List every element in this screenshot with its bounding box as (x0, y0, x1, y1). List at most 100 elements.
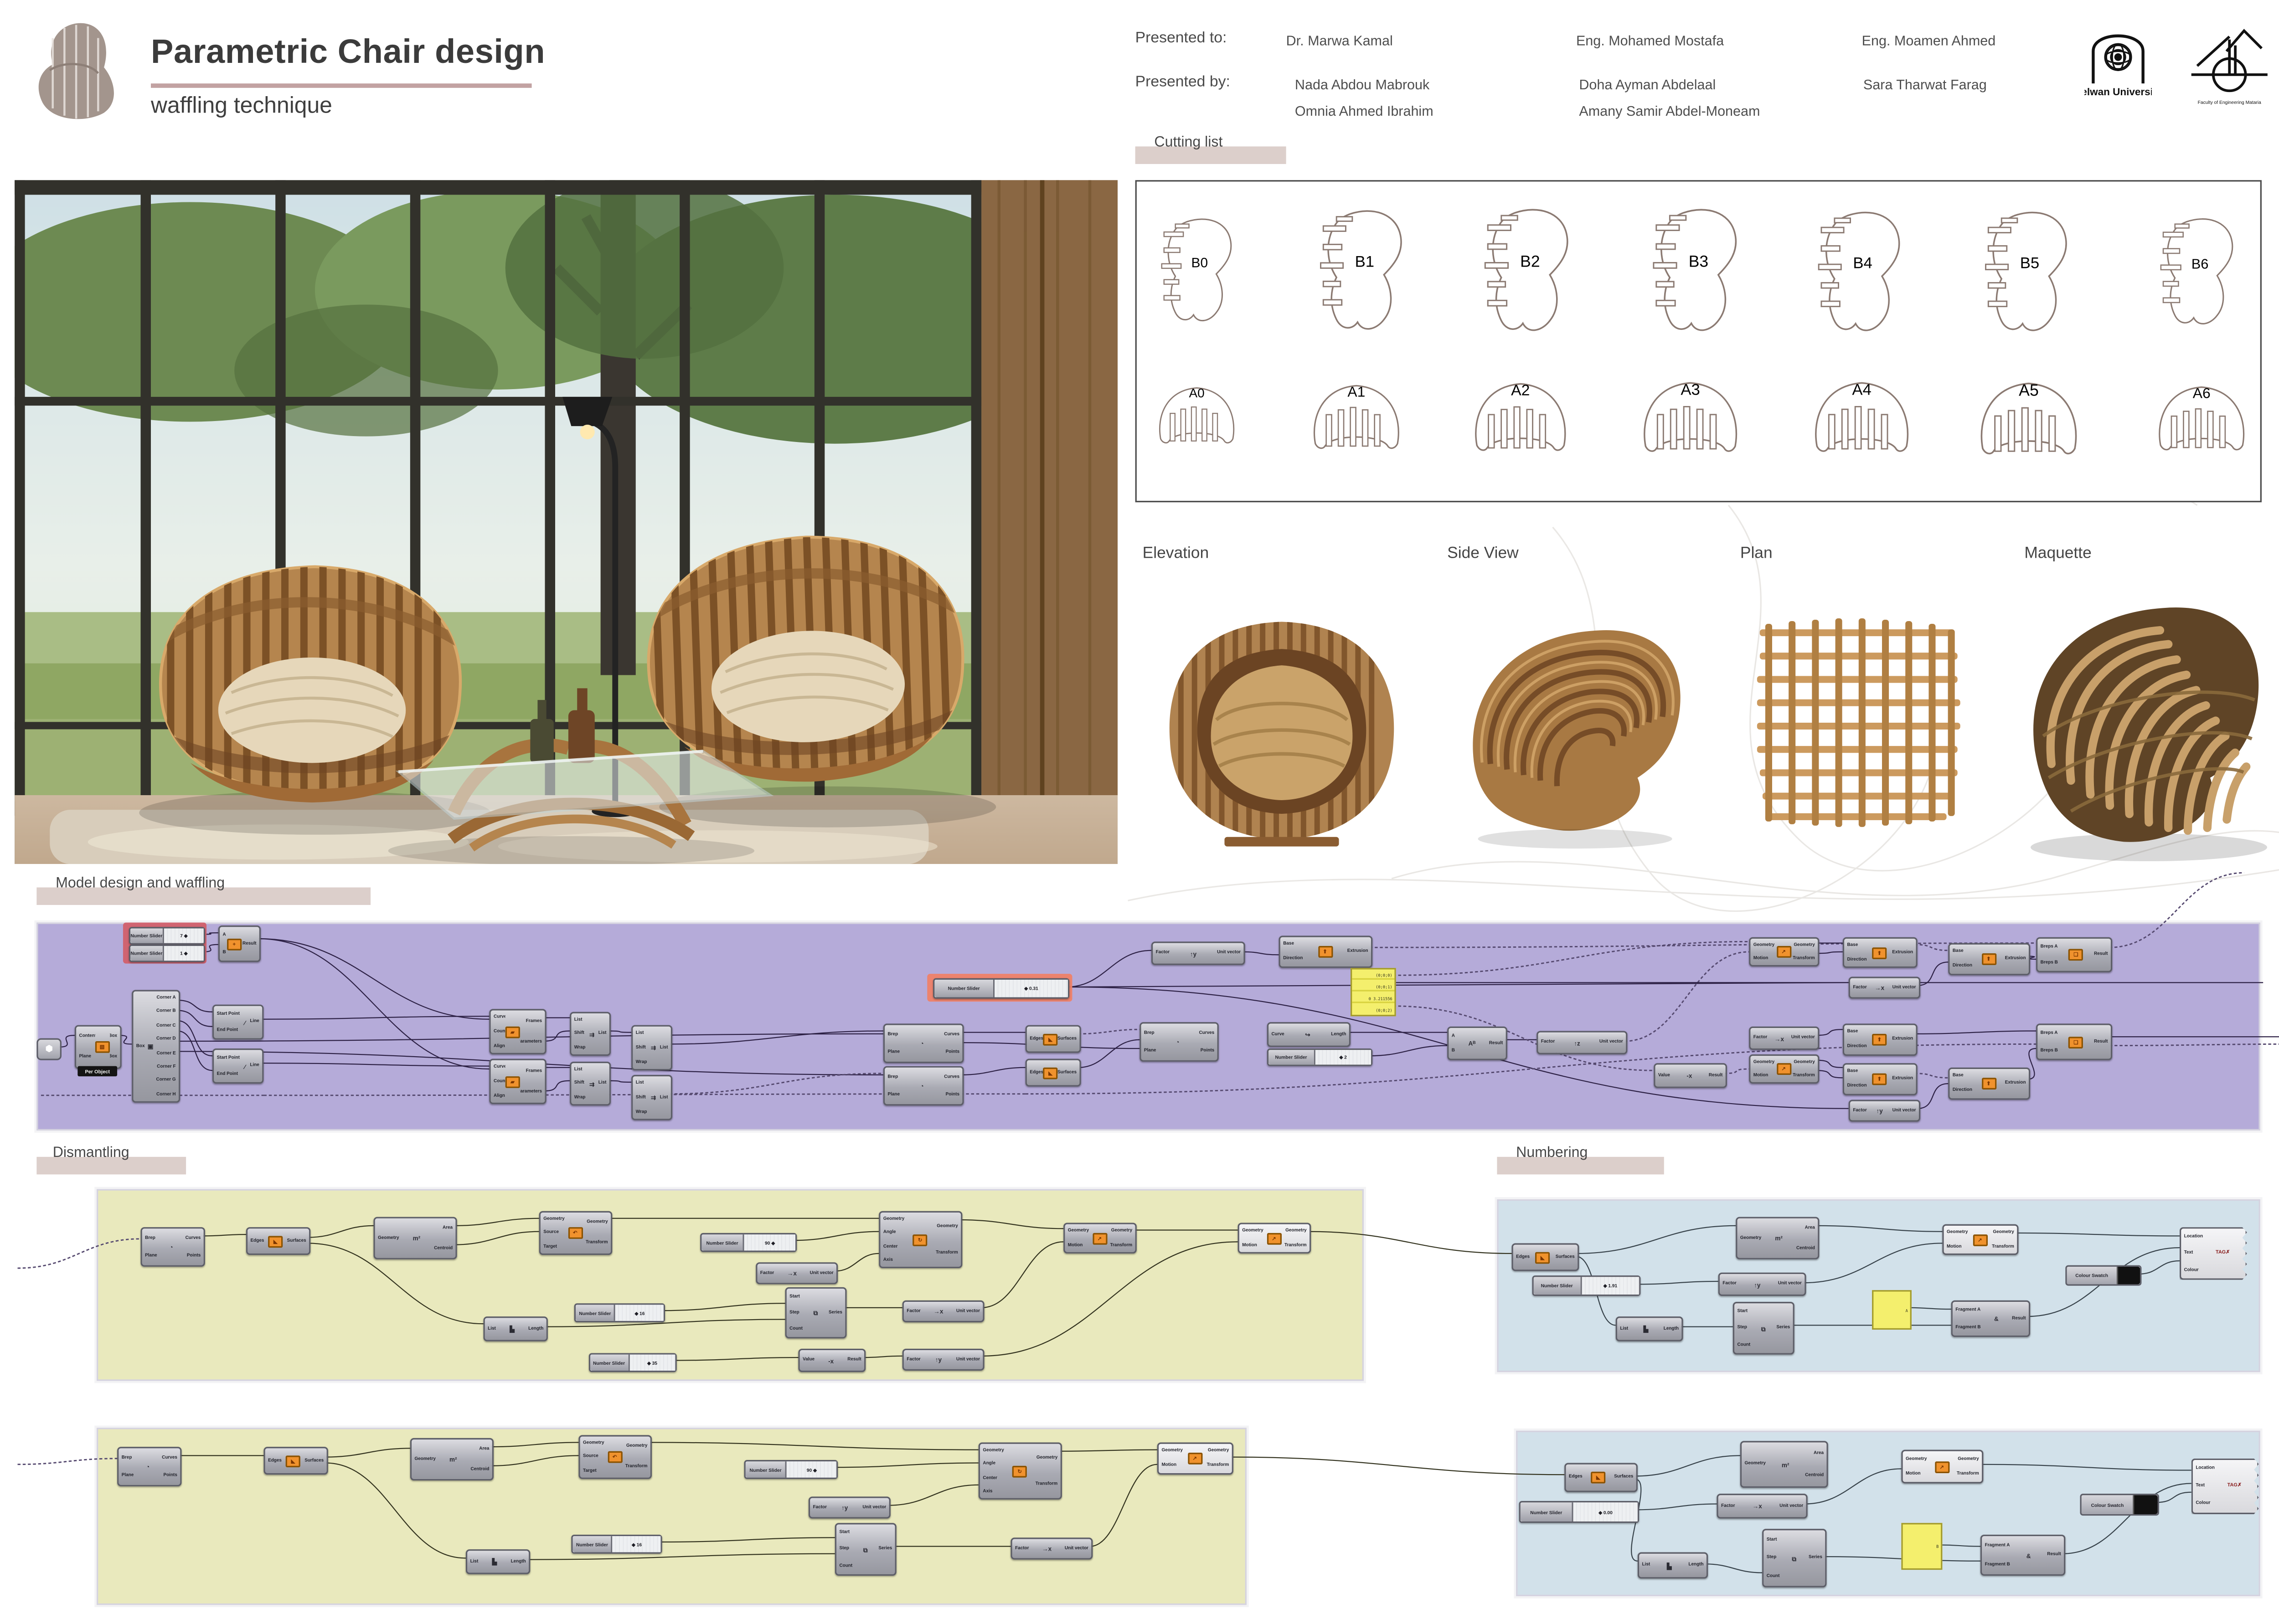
slider-value[interactable]: ◆ 16 (613, 1536, 661, 1552)
gh-node-curve[interactable]: Curve↪Length (1267, 1022, 1351, 1047)
swatch-color[interactable] (2133, 1495, 2158, 1514)
slider-value[interactable]: ◆ 0.31 (995, 979, 1068, 997)
number-slider[interactable]: Number Slider◆ 16 (571, 1534, 662, 1554)
colour-swatch[interactable]: Colour Swatch (2080, 1493, 2159, 1516)
gh-tag-per-object[interactable]: Per Object (77, 1066, 118, 1077)
number-slider[interactable]: Number Slider◆ 2 (1267, 1048, 1373, 1066)
gh-data-panel[interactable]: A (1872, 1290, 1912, 1330)
number-slider[interactable]: Number Slider◆ 0.00 (1519, 1501, 1640, 1523)
slider-value[interactable]: ◆ 16 (616, 1305, 664, 1321)
gh-node-list[interactable]: List▙Length (1615, 1316, 1683, 1341)
gh-data-panel[interactable]: (0;0;0)(0;0;1)0 3.211556(0;0;2) (1351, 968, 1396, 1017)
slider-value[interactable]: ◆ 1.91 (1581, 1277, 1640, 1295)
colour-swatch[interactable]: Colour Swatch (2065, 1265, 2142, 1286)
number-slider[interactable]: Number Slider◆ 35 (588, 1353, 677, 1372)
number-slider[interactable]: Number Slider◆ 16 (574, 1303, 665, 1322)
gh-data-panel[interactable]: B (1901, 1523, 1943, 1570)
gh-node-edges[interactable]: Edges◣Surfaces (246, 1227, 311, 1255)
gh-node-list[interactable]: List▙Length (1637, 1552, 1708, 1579)
gh-node-edges[interactable]: Edges◣Surfaces (1564, 1463, 1638, 1492)
slider-value[interactable]: 7 ◆ (164, 928, 204, 943)
geometry-pipeline-hex-icon[interactable]: ⬢ (36, 1038, 62, 1060)
slider-value[interactable]: 90 ◆ (787, 1461, 837, 1478)
slider-value[interactable]: ◆ 35 (629, 1354, 675, 1371)
slider-value[interactable]: 1 ◆ (164, 946, 204, 961)
gh-node-edges[interactable]: Edges◣Surfaces (1025, 1059, 1081, 1087)
gh-node-list[interactable]: List▙Length (465, 1549, 531, 1574)
gh-node-list[interactable]: List▙Length (483, 1316, 548, 1341)
slider-value[interactable]: ◆ 2 (1315, 1050, 1372, 1065)
slider-value[interactable]: ◆ 0.00 (1573, 1502, 1638, 1522)
swatch-color[interactable] (2116, 1266, 2140, 1285)
number-slider[interactable]: Number Slider◆ 1.91 (1532, 1275, 1641, 1296)
slider-value[interactable]: 90 ◆ (744, 1234, 796, 1251)
gh-node-edges[interactable]: Edges◣Surfaces (1511, 1243, 1579, 1271)
number-slider[interactable]: Number Slider◆ 0.31 (933, 978, 1070, 999)
gh-node-edges[interactable]: Edges◣Surfaces (263, 1447, 328, 1475)
gh-node-edges[interactable]: Edges◣Surfaces (1025, 1025, 1081, 1053)
